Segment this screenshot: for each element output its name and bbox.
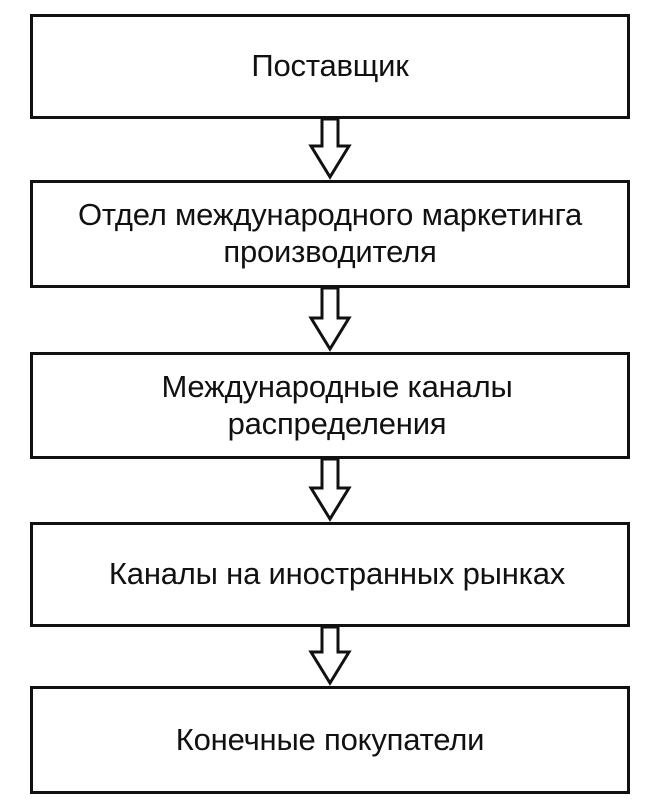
intl-marketing-dept-label-line1: Отдел международного маркетинга (77, 197, 583, 233)
foreign-market-channels-label: Каналы на иностранных рынках (108, 556, 566, 592)
intl-marketing-dept-label-line2: производителя (223, 234, 437, 269)
supplier-label: Поставщик (251, 48, 409, 84)
end-buyers-box: Конечные покупатели (30, 686, 630, 794)
intl-distribution-channels-label-line1: Международные каналы (161, 368, 513, 404)
foreign-market-channels-box: Каналы на иностранных рынках (30, 522, 630, 627)
end-buyers-label: Конечные покупатели (175, 721, 485, 757)
supplier-box: Поставщик (30, 14, 630, 119)
intl-distribution-channels-label-line2: распределения (227, 405, 447, 441)
intl-distribution-channels-box: Международные каналы распределения (30, 352, 630, 459)
